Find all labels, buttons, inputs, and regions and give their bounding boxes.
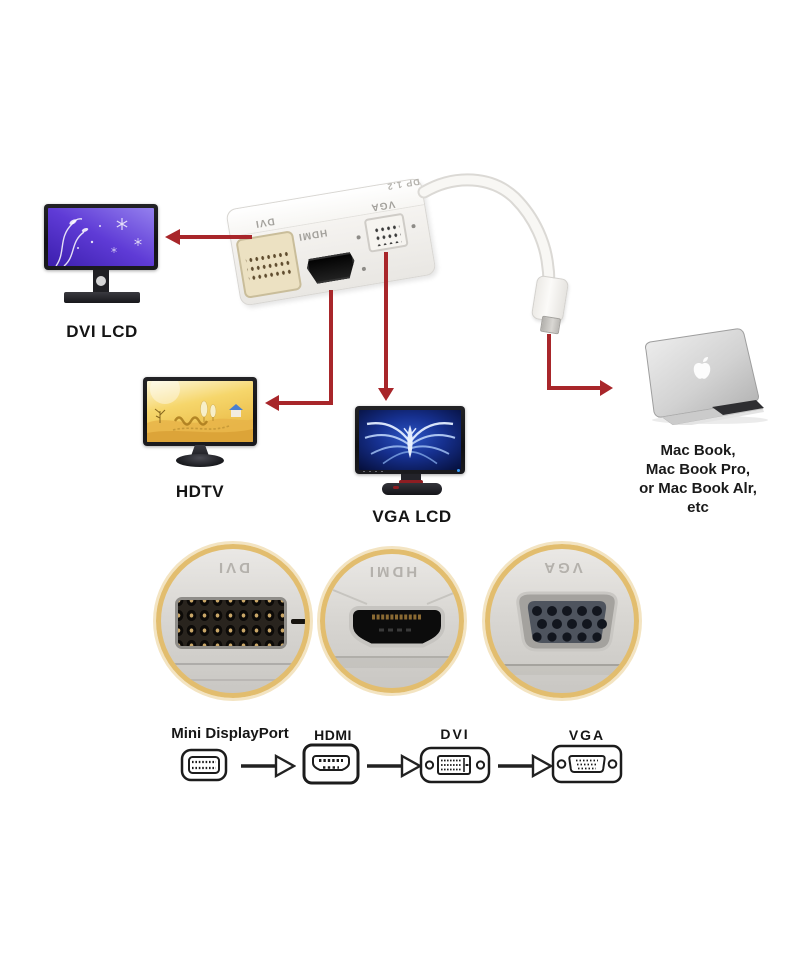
vga-socket-holes [532, 606, 607, 642]
vga-lcd-stand-ring [399, 480, 423, 484]
flow-arrow-icon [241, 754, 296, 778]
adapter-screw [361, 266, 367, 272]
vga-lcd-bezel [355, 406, 465, 474]
hdtv-bezel [143, 377, 257, 446]
macbook-caption: Mac Book, Mac Book Pro, or Mac Book Alr,… [612, 441, 784, 517]
mini-displayport-tip [539, 315, 562, 335]
closeup-dvi-port [175, 597, 287, 649]
closeup-hdmi-port [325, 589, 459, 668]
dvi-lcd-stand-hinge [96, 276, 106, 286]
hdtv-screen [147, 381, 253, 442]
vga-lcd-stand-neck [401, 474, 421, 482]
adapter-seam [426, 589, 459, 605]
hdmi-icon [302, 743, 360, 785]
mini-displayport-icon [180, 748, 228, 782]
adapter-seam [325, 658, 459, 668]
dvi-lcd-label: DVI LCD [66, 322, 138, 341]
hdtv-label: HDTV [175, 482, 225, 501]
vga-lcd-stand-base [382, 483, 442, 495]
flow-label-hdmi: HDMI [314, 727, 352, 743]
closeup-dvi-label: DVI [216, 559, 251, 576]
dvi-lcd-stand-base [64, 292, 140, 303]
vga-lcd-buttons [361, 470, 387, 473]
macbook-caption-line: etc [687, 499, 709, 516]
adapter-body: DVI HDMI VGA DP 1.2 [225, 177, 437, 307]
closeup-vga-port [490, 591, 634, 675]
macbook-front-edge [673, 409, 764, 425]
vga-lcd-label: VGA LCD [372, 507, 452, 526]
vga-port [363, 212, 409, 253]
hdtv-stand-base [176, 454, 224, 467]
flow-arrow-icon [367, 754, 422, 778]
arrow-line-minidp [547, 334, 602, 390]
adapter-seam [490, 666, 634, 675]
hdtv-stand-neck [191, 445, 209, 456]
adapter-seam [161, 679, 305, 681]
vga-icon [551, 744, 623, 784]
arrowhead-hdmi [265, 395, 279, 411]
dvi-lcd-monitor [44, 204, 164, 316]
vga-lcd-power-led [457, 469, 460, 472]
macbook-caption-line: Mac Book, [660, 442, 736, 459]
hdtv-monitor [143, 377, 261, 477]
hdmi-socket [349, 606, 445, 648]
dvi-icon [419, 746, 491, 784]
flow-label-mini-displayport: Mini DisplayPort [171, 725, 289, 742]
closeup-dvi-flat-pin-slot [291, 619, 305, 624]
dvi-lcd-screen [48, 208, 154, 266]
flow-label-vga: VGA [568, 727, 606, 743]
closeup-circle-vga: VGA [485, 544, 639, 698]
macbook-caption-line: Mac Book Pro, [645, 461, 751, 478]
arrow-line-hdmi [276, 290, 333, 405]
adapter-hdmi-label: HDMI [297, 226, 328, 243]
closeup-circle-dvi: DVI [156, 544, 310, 698]
adapter-screw [356, 235, 361, 240]
white-cable [417, 173, 556, 290]
vga-lcd-monitor [355, 406, 469, 501]
adapter-screw [411, 223, 416, 229]
dvi-port-pins [244, 247, 293, 283]
macbook-keyboard [712, 400, 764, 415]
dvi-lcd-bezel [44, 204, 158, 270]
flow-arrow-icon [498, 754, 553, 778]
macbook-caption-line: or Mac Book Alr, [639, 480, 757, 497]
arrowhead-dvi [165, 229, 180, 245]
arrowhead-vga [378, 388, 394, 401]
closeup-circle-hdmi: HDMI [320, 549, 464, 693]
vga-lcd-screen [359, 410, 461, 470]
macbook-image [645, 328, 768, 425]
flow-label-dvi: DVI [440, 726, 470, 742]
adapter-seam [161, 663, 305, 665]
vga-port-holes [373, 222, 403, 247]
vga-lcd-base-accent [393, 486, 399, 489]
white-cable-highlight [419, 175, 554, 288]
apple-logo-icon [693, 357, 711, 379]
adapter-seam [332, 589, 368, 605]
hdmi-port [306, 252, 358, 286]
dvi-port [235, 230, 303, 299]
